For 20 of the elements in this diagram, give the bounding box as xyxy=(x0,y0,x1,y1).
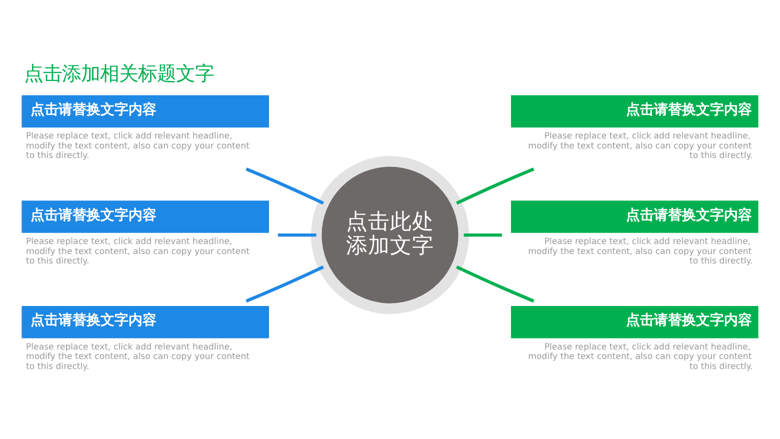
node-label: Please replace text, click add relevant headline, modify the text content, also can copy your content to this directly. xyxy=(528,131,753,161)
connector xyxy=(456,264,534,302)
node-box: 点击请替换文字内容 xyxy=(22,94,270,128)
node-label: Please replace text, click add relevant headline, modify the text content, also can copy your content to this directly. xyxy=(26,342,250,372)
connector xyxy=(278,232,316,236)
node-box: 点击请替换文字内容 xyxy=(510,94,758,128)
node-box: 点击请替换文字内容 xyxy=(510,306,758,338)
node-box: 点击请替换文字内容 xyxy=(22,306,270,338)
node-circle: 点击此处添加文字 xyxy=(310,156,470,314)
diagram-title: 点击添加相关标题文字 xyxy=(24,62,214,85)
node-label: Please replace text, click add relevant headline, modify the text content, also can copy your content to this directly. xyxy=(528,342,753,372)
connector xyxy=(456,167,534,204)
connector xyxy=(246,167,324,204)
node-box: 点击请替换文字内容 xyxy=(22,200,270,232)
connector xyxy=(464,232,502,236)
node-label: Please replace text, click add relevant headline, modify the text content, also can copy your content to this directly. xyxy=(26,236,250,266)
connector xyxy=(246,264,324,302)
node-box: 点击请替换文字内容 xyxy=(510,200,758,232)
node-label: Please replace text, click add relevant headline, modify the text content, also can copy your content to this directly. xyxy=(26,131,250,161)
node-label: Please replace text, click add relevant headline, modify the text content, also can copy your content to this directly. xyxy=(528,236,753,266)
